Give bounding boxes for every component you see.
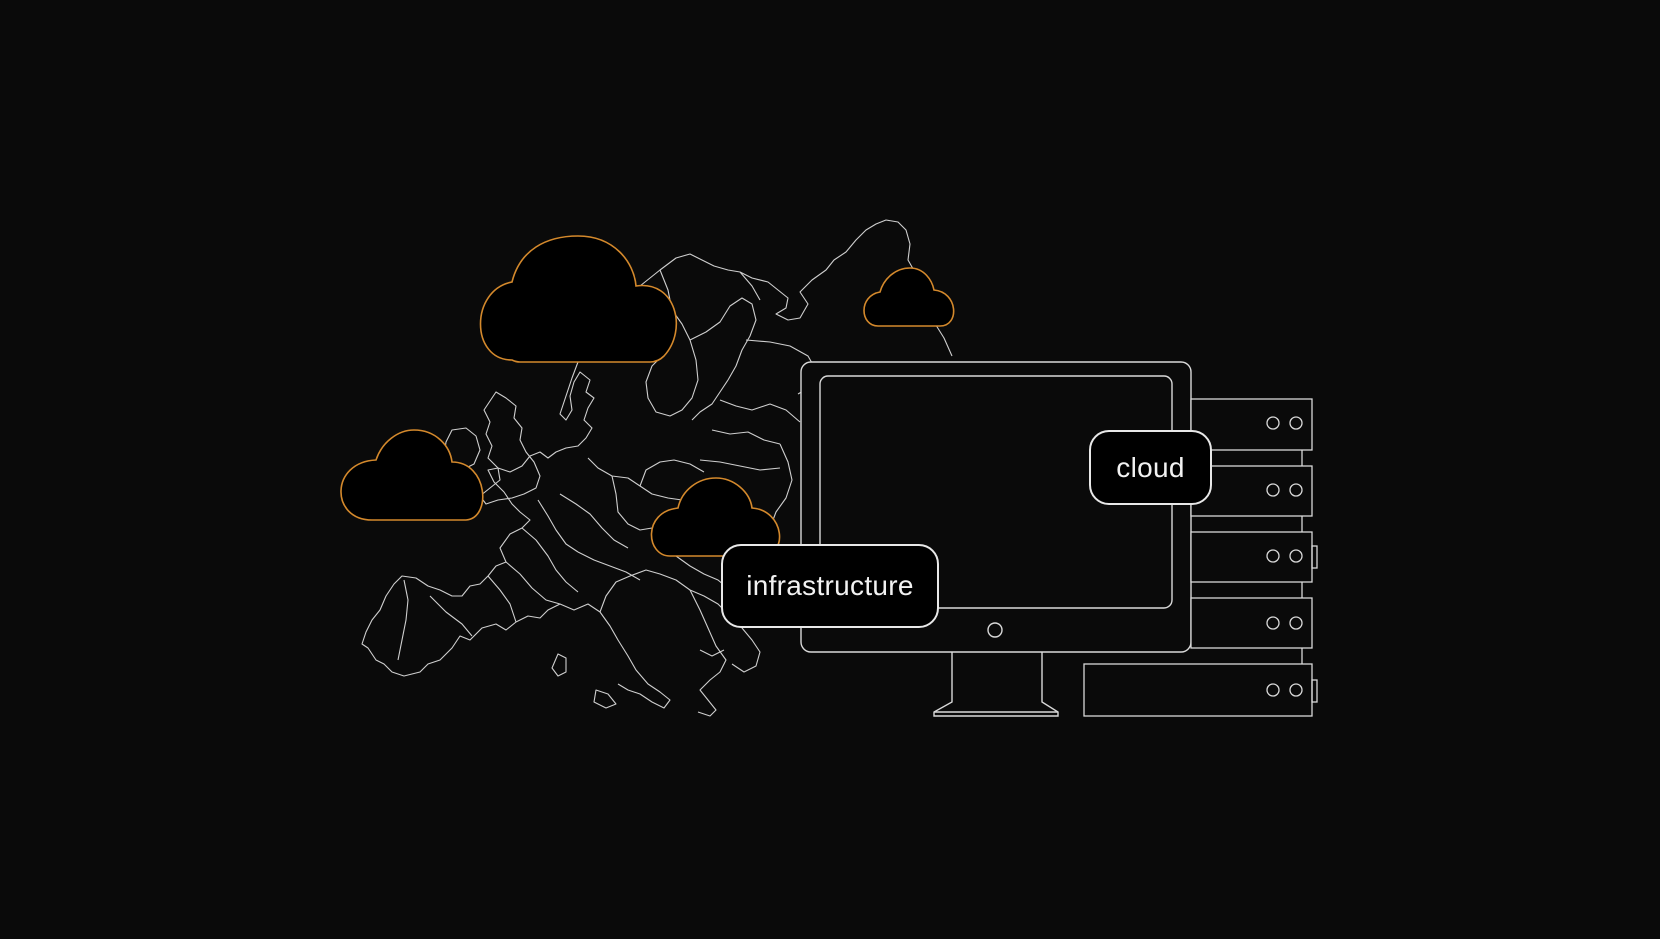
cloud-icon-small xyxy=(863,267,955,327)
cloud-label-text: cloud xyxy=(1116,451,1185,483)
infrastructure-label: infrastructure xyxy=(721,544,939,628)
cloud-icon-center xyxy=(650,477,781,557)
cloud-label: cloud xyxy=(1089,430,1212,505)
infrastructure-label-text: infrastructure xyxy=(746,570,914,601)
server-rack-icon xyxy=(1083,398,1318,717)
monitor-icon xyxy=(800,361,1192,717)
europe-map-icon xyxy=(361,219,953,717)
cloud-icon-left xyxy=(340,429,484,521)
cloud-icon-large xyxy=(479,235,678,363)
